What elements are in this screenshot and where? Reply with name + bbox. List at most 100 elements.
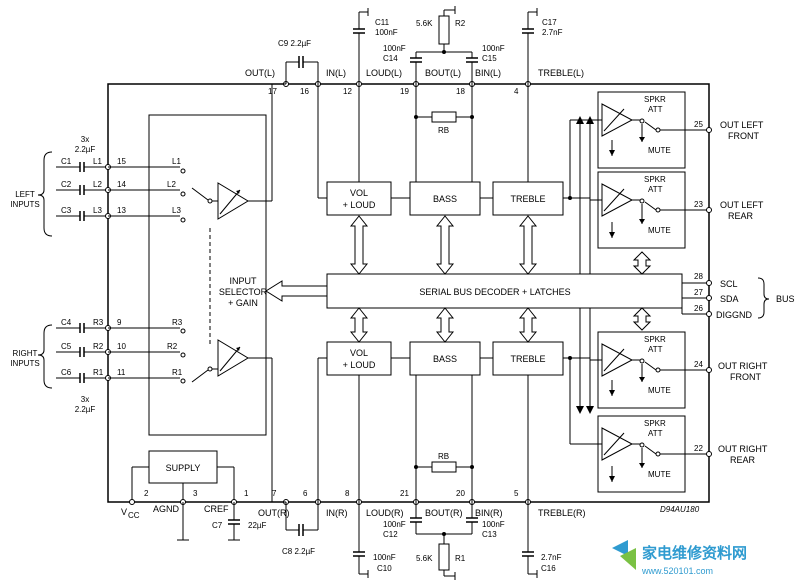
pin-22-number: 22 — [694, 444, 703, 453]
c11-label: C11 — [375, 18, 390, 27]
serial-bus-decoder-block — [326, 273, 683, 309]
c15-label: C15 — [482, 54, 497, 63]
spkr-att-control-arrows — [576, 116, 652, 414]
pin-7-number: 7 — [272, 489, 277, 498]
right-selector-amp — [217, 339, 273, 502]
drawing-id: D94AU180 — [660, 505, 700, 514]
diggnd-label: DIGGND — [716, 310, 753, 320]
c16-label: C16 — [541, 564, 556, 573]
c12-label: C12 — [383, 530, 398, 539]
l2-pin-label: L2 — [93, 180, 102, 189]
r1-pin-label: R1 — [93, 368, 104, 377]
loud-left-label: + LOUD — [343, 200, 376, 210]
c7-value: 22µF — [248, 521, 267, 530]
rb-bottom-label: RB — [438, 452, 449, 461]
c14-label: C14 — [383, 54, 398, 63]
out-right-rear-label-1: OUT RIGHT — [718, 444, 768, 454]
pin-3-number: 3 — [193, 489, 198, 498]
r1-resistor — [438, 543, 450, 571]
rb-bottom-resistor — [431, 461, 457, 473]
left-inputs-label-2: INPUTS — [10, 200, 39, 209]
left-selector-amp — [217, 84, 273, 220]
control-arrows-top — [349, 215, 538, 275]
pin-22 — [706, 451, 712, 457]
rb-top-label: RB — [438, 126, 449, 135]
pin-26-number: 26 — [694, 304, 703, 313]
treble-l-label: TREBLE(L) — [538, 68, 584, 78]
vol-loud-left-block — [326, 181, 392, 216]
pin-16-number: 16 — [300, 87, 309, 96]
spkr-att-lf-label-1: SPKR — [644, 95, 666, 104]
bass-left-label: BASS — [433, 194, 457, 204]
loud-r-label: LOUD(R) — [366, 508, 404, 518]
c16-value: 2.7nF — [541, 553, 562, 562]
spkr-att-lr-label-1: SPKR — [644, 175, 666, 184]
pin-23-number: 23 — [694, 200, 703, 209]
right-inputs: RIGHT INPUTS C4 C5 C6 R3 R2 R1 3x 2.2µF … — [10, 318, 218, 414]
pin-11-number: 11 — [117, 368, 126, 377]
pin-24-number: 24 — [694, 360, 703, 369]
watermark-logo-icon-2 — [620, 548, 636, 570]
input-selector-label-3: + GAIN — [228, 298, 258, 308]
pin-2-number: 2 — [144, 489, 149, 498]
output-pins: 25 23 24 22 OUT LEFT FRONT OUT LEFT REAR… — [694, 120, 768, 465]
r3-pin-label: R3 — [93, 318, 104, 327]
bin-l-label: BIN(L) — [475, 68, 501, 78]
spkr-att-right-front: SPKR ATT MUTE — [590, 331, 699, 409]
bin-r-label: BIN(R) — [475, 508, 503, 518]
caps-bottom-count: 3x — [81, 395, 89, 404]
agnd-label: AGND — [153, 504, 180, 514]
vol-right-label: VOL — [350, 348, 368, 358]
pin-23 — [706, 207, 712, 213]
pin-28 — [706, 280, 712, 286]
c5-label: C5 — [61, 342, 72, 351]
vcc-label: V — [121, 507, 127, 517]
treble-r-label: TREBLE(R) — [538, 508, 586, 518]
decoder-to-selector-arrow — [265, 280, 328, 302]
selector-l3-label: L3 — [172, 206, 181, 215]
right-inputs-label-1: RIGHT — [13, 349, 38, 358]
selector-r3-label: R3 — [172, 318, 183, 327]
bus-pins: 28 27 26 SCL SDA DIGGND BUS — [681, 272, 795, 320]
bus-label: BUS — [776, 294, 795, 304]
out-right-front-label-2: FRONT — [730, 372, 761, 382]
r2-value: 5.6K — [416, 19, 433, 28]
c14-value: 100nF — [383, 44, 406, 53]
vcc-subscript: CC — [128, 511, 140, 520]
spkr-att-left-front: SPKR ATT MUTE — [569, 91, 699, 198]
c13-label: C13 — [482, 530, 497, 539]
in-r-label: IN(R) — [326, 508, 348, 518]
selector-r2-label: R2 — [167, 342, 178, 351]
selector-l2-label: L2 — [167, 180, 176, 189]
pin-4-number: 4 — [514, 87, 519, 96]
top-filter-network: LOUD(L) BOUT(L) BIN(L) TREBLE(L) 12 19 1… — [343, 6, 584, 182]
supply-section: SUPPLY 2 3 1 V CC AGND CREF C7 22µF — [121, 450, 267, 541]
rb-top-resistor — [431, 111, 457, 123]
loud-l-label: LOUD(L) — [366, 68, 402, 78]
spkr-att-lf-label-2: ATT — [648, 105, 663, 114]
pin-1-number: 1 — [244, 489, 249, 498]
spkr-att-lr-label-2: ATT — [648, 185, 663, 194]
out-right-front-label-1: OUT RIGHT — [718, 361, 768, 371]
caps-bottom-value: 2.2µF — [75, 405, 96, 414]
c1-label: C1 — [61, 157, 72, 166]
out-l-label: OUT(L) — [245, 68, 275, 78]
c7-label: C7 — [212, 521, 223, 530]
bottom-left-pins: OUT(R) IN(R) 7 6 C8 2.2µF — [258, 357, 348, 556]
pin-25-number: 25 — [694, 120, 703, 129]
watermark-title: 家电维修资料网 — [642, 544, 747, 562]
r2-pin-label: R2 — [93, 342, 104, 351]
r1-label: R1 — [455, 554, 466, 563]
chip-outline — [107, 83, 710, 503]
selector-r1-label: R1 — [172, 368, 183, 377]
c11-value: 100nF — [375, 28, 398, 37]
spkr-att-rf-label-2: ATT — [648, 345, 663, 354]
pin-2 — [129, 499, 135, 505]
out-r-label: OUT(R) — [258, 508, 290, 518]
treble-right-label: TREBLE — [510, 354, 545, 364]
pin-15-number: 15 — [117, 157, 126, 166]
c2-label: C2 — [61, 180, 72, 189]
c3-label: C3 — [61, 206, 72, 215]
bout-r-label: BOUT(R) — [425, 508, 463, 518]
